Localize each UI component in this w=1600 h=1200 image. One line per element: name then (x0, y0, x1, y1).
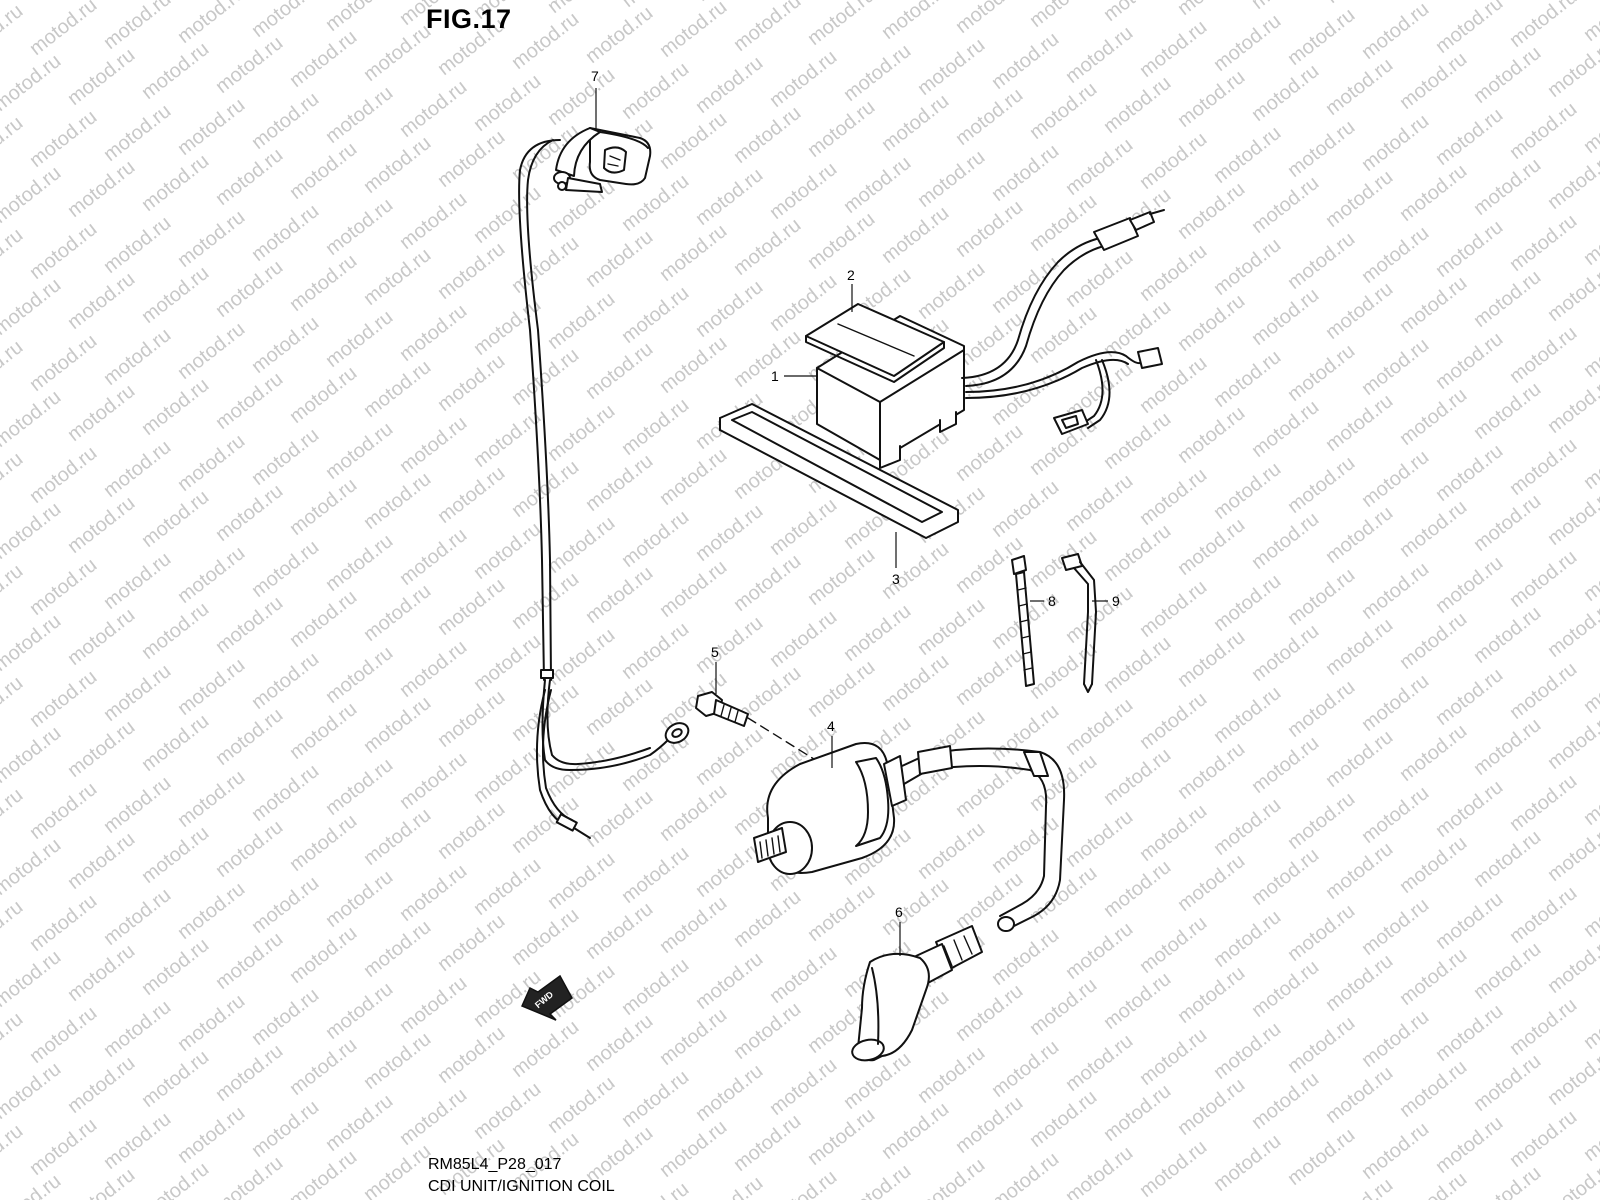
figure-title: FIG.17 (426, 4, 512, 34)
callout-9: 9 (1112, 593, 1120, 609)
callout-layer: 7 2 1 3 8 9 5 4 6 (591, 68, 1120, 956)
callout-2: 2 (847, 267, 855, 283)
callout-6: 6 (895, 904, 903, 920)
coil-bolt (695, 691, 823, 765)
callout-5: 5 (711, 644, 719, 660)
cable-tie (1011, 555, 1035, 687)
cdi-band (719, 403, 959, 539)
callout-8: 8 (1048, 593, 1056, 609)
ignition-coil (753, 742, 1066, 932)
drawing-code: RM85L4_P28_017 (428, 1156, 562, 1173)
fwd-arrow: FWD (521, 974, 573, 1021)
clamp (1061, 553, 1097, 693)
cdi-harness (961, 209, 1165, 435)
plug-cap (851, 925, 983, 1062)
callout-1: 1 (771, 368, 779, 384)
cdi-unit (805, 303, 965, 469)
callout-3: 3 (892, 571, 900, 587)
figure-caption: CDI UNIT/IGNITION COIL (428, 1178, 615, 1195)
callout-4: 4 (827, 718, 835, 734)
callout-7: 7 (591, 68, 599, 84)
pickup-lead-assembly (518, 127, 690, 839)
